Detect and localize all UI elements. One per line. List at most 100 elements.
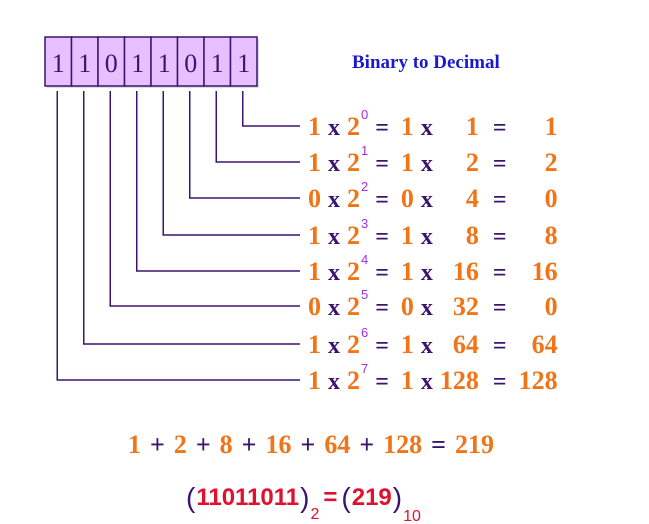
row-x: x bbox=[328, 151, 340, 177]
row-bit2: 1 bbox=[401, 257, 414, 286]
equals-sign: = bbox=[323, 484, 337, 511]
sum-term: 1 bbox=[128, 430, 141, 459]
row-eq2: = bbox=[493, 369, 507, 395]
connector-lines bbox=[56, 91, 300, 381]
row-eq2: = bbox=[493, 115, 507, 141]
row-x: x bbox=[328, 295, 340, 321]
connector-line bbox=[242, 91, 300, 127]
sum-line: 1+2+8+16+64+128=219 bbox=[128, 430, 494, 459]
row-eq2: = bbox=[493, 333, 507, 359]
row-x: x bbox=[328, 369, 340, 395]
bit-cell bbox=[70, 36, 99, 87]
row-result: 0 bbox=[545, 184, 558, 213]
row-pow: 4 bbox=[466, 184, 479, 213]
row-bit: 1 bbox=[308, 221, 321, 250]
connector-line bbox=[136, 91, 300, 272]
row-bit: 1 bbox=[308, 257, 321, 286]
row-pow: 2 bbox=[466, 148, 479, 177]
row-x2: x bbox=[421, 333, 433, 359]
connector-line bbox=[109, 91, 300, 307]
row-pow: 1 bbox=[466, 112, 479, 141]
base-10-subscript: 10 bbox=[403, 508, 421, 524]
row-bit: 0 bbox=[308, 292, 321, 321]
row-exp: 1 bbox=[361, 143, 368, 158]
row-x2: x bbox=[421, 151, 433, 177]
row-base: 2 bbox=[347, 112, 360, 141]
sum-term: 8 bbox=[220, 430, 233, 459]
row-result: 128 bbox=[519, 366, 558, 395]
row-eq: = bbox=[375, 115, 389, 141]
row-x: x bbox=[328, 115, 340, 141]
bit-digit: 1 bbox=[131, 49, 144, 78]
connector-line bbox=[189, 91, 300, 199]
row-x2: x bbox=[421, 187, 433, 213]
row-eq: = bbox=[375, 369, 389, 395]
sum-term: 2 bbox=[174, 430, 187, 459]
row-bit: 1 bbox=[308, 330, 321, 359]
binary-value: 11011011 bbox=[196, 484, 299, 511]
left-paren-2: ( bbox=[341, 482, 351, 513]
bit-cell bbox=[97, 36, 126, 87]
bit-digit: 0 bbox=[184, 49, 197, 78]
row-result: 1 bbox=[545, 112, 558, 141]
sum-term: 64 bbox=[324, 430, 350, 459]
row-bit2: 1 bbox=[401, 221, 414, 250]
bit-cell bbox=[150, 36, 179, 87]
row-pow: 16 bbox=[453, 257, 479, 286]
sum-term: 128 bbox=[383, 430, 422, 459]
row-x2: x bbox=[421, 295, 433, 321]
row-pow: 64 bbox=[453, 330, 479, 359]
sum-equals: = bbox=[431, 430, 446, 459]
row-eq2: = bbox=[493, 224, 507, 250]
bit-digit: 0 bbox=[105, 49, 118, 78]
row-eq: = bbox=[375, 187, 389, 213]
bit-digit: 1 bbox=[52, 49, 65, 78]
row-base: 2 bbox=[347, 221, 360, 250]
bit-digit: 1 bbox=[78, 49, 91, 78]
row-x: x bbox=[328, 187, 340, 213]
left-paren: ( bbox=[186, 482, 196, 513]
row-result: 8 bbox=[545, 221, 558, 250]
row-result: 16 bbox=[532, 257, 558, 286]
row-pow: 8 bbox=[466, 221, 479, 250]
row-eq: = bbox=[375, 295, 389, 321]
row-base: 2 bbox=[347, 257, 360, 286]
connector-line bbox=[83, 91, 300, 345]
bit-cell bbox=[176, 36, 205, 87]
row-bit2: 1 bbox=[401, 366, 414, 395]
row-result: 2 bbox=[545, 148, 558, 177]
bit-cell bbox=[229, 36, 258, 87]
row-exp: 3 bbox=[361, 216, 368, 231]
row-exp: 4 bbox=[361, 252, 368, 267]
row-eq: = bbox=[375, 224, 389, 250]
row-x: x bbox=[328, 224, 340, 250]
bit-digit: 1 bbox=[158, 49, 171, 78]
row-eq: = bbox=[375, 151, 389, 177]
plus-sign: + bbox=[242, 430, 257, 459]
row-base: 2 bbox=[347, 366, 360, 395]
decimal-value: 219 bbox=[352, 484, 392, 511]
bit-cell bbox=[123, 36, 152, 87]
plus-sign: + bbox=[196, 430, 211, 459]
row-pow: 128 bbox=[440, 366, 479, 395]
row-result: 64 bbox=[532, 330, 558, 359]
row-base: 2 bbox=[347, 148, 360, 177]
base-2-subscript: 2 bbox=[310, 506, 319, 523]
row-base: 2 bbox=[347, 292, 360, 321]
row-bit2: 1 bbox=[401, 148, 414, 177]
row-eq2: = bbox=[493, 295, 507, 321]
connector-line bbox=[56, 91, 300, 381]
final-result: ( 11011011 ) 2 = ( 219 ) 10 bbox=[186, 482, 421, 524]
row-bit: 1 bbox=[308, 366, 321, 395]
connector-line bbox=[162, 91, 300, 236]
sum-total: 219 bbox=[455, 430, 494, 459]
row-bit2: 0 bbox=[401, 292, 414, 321]
